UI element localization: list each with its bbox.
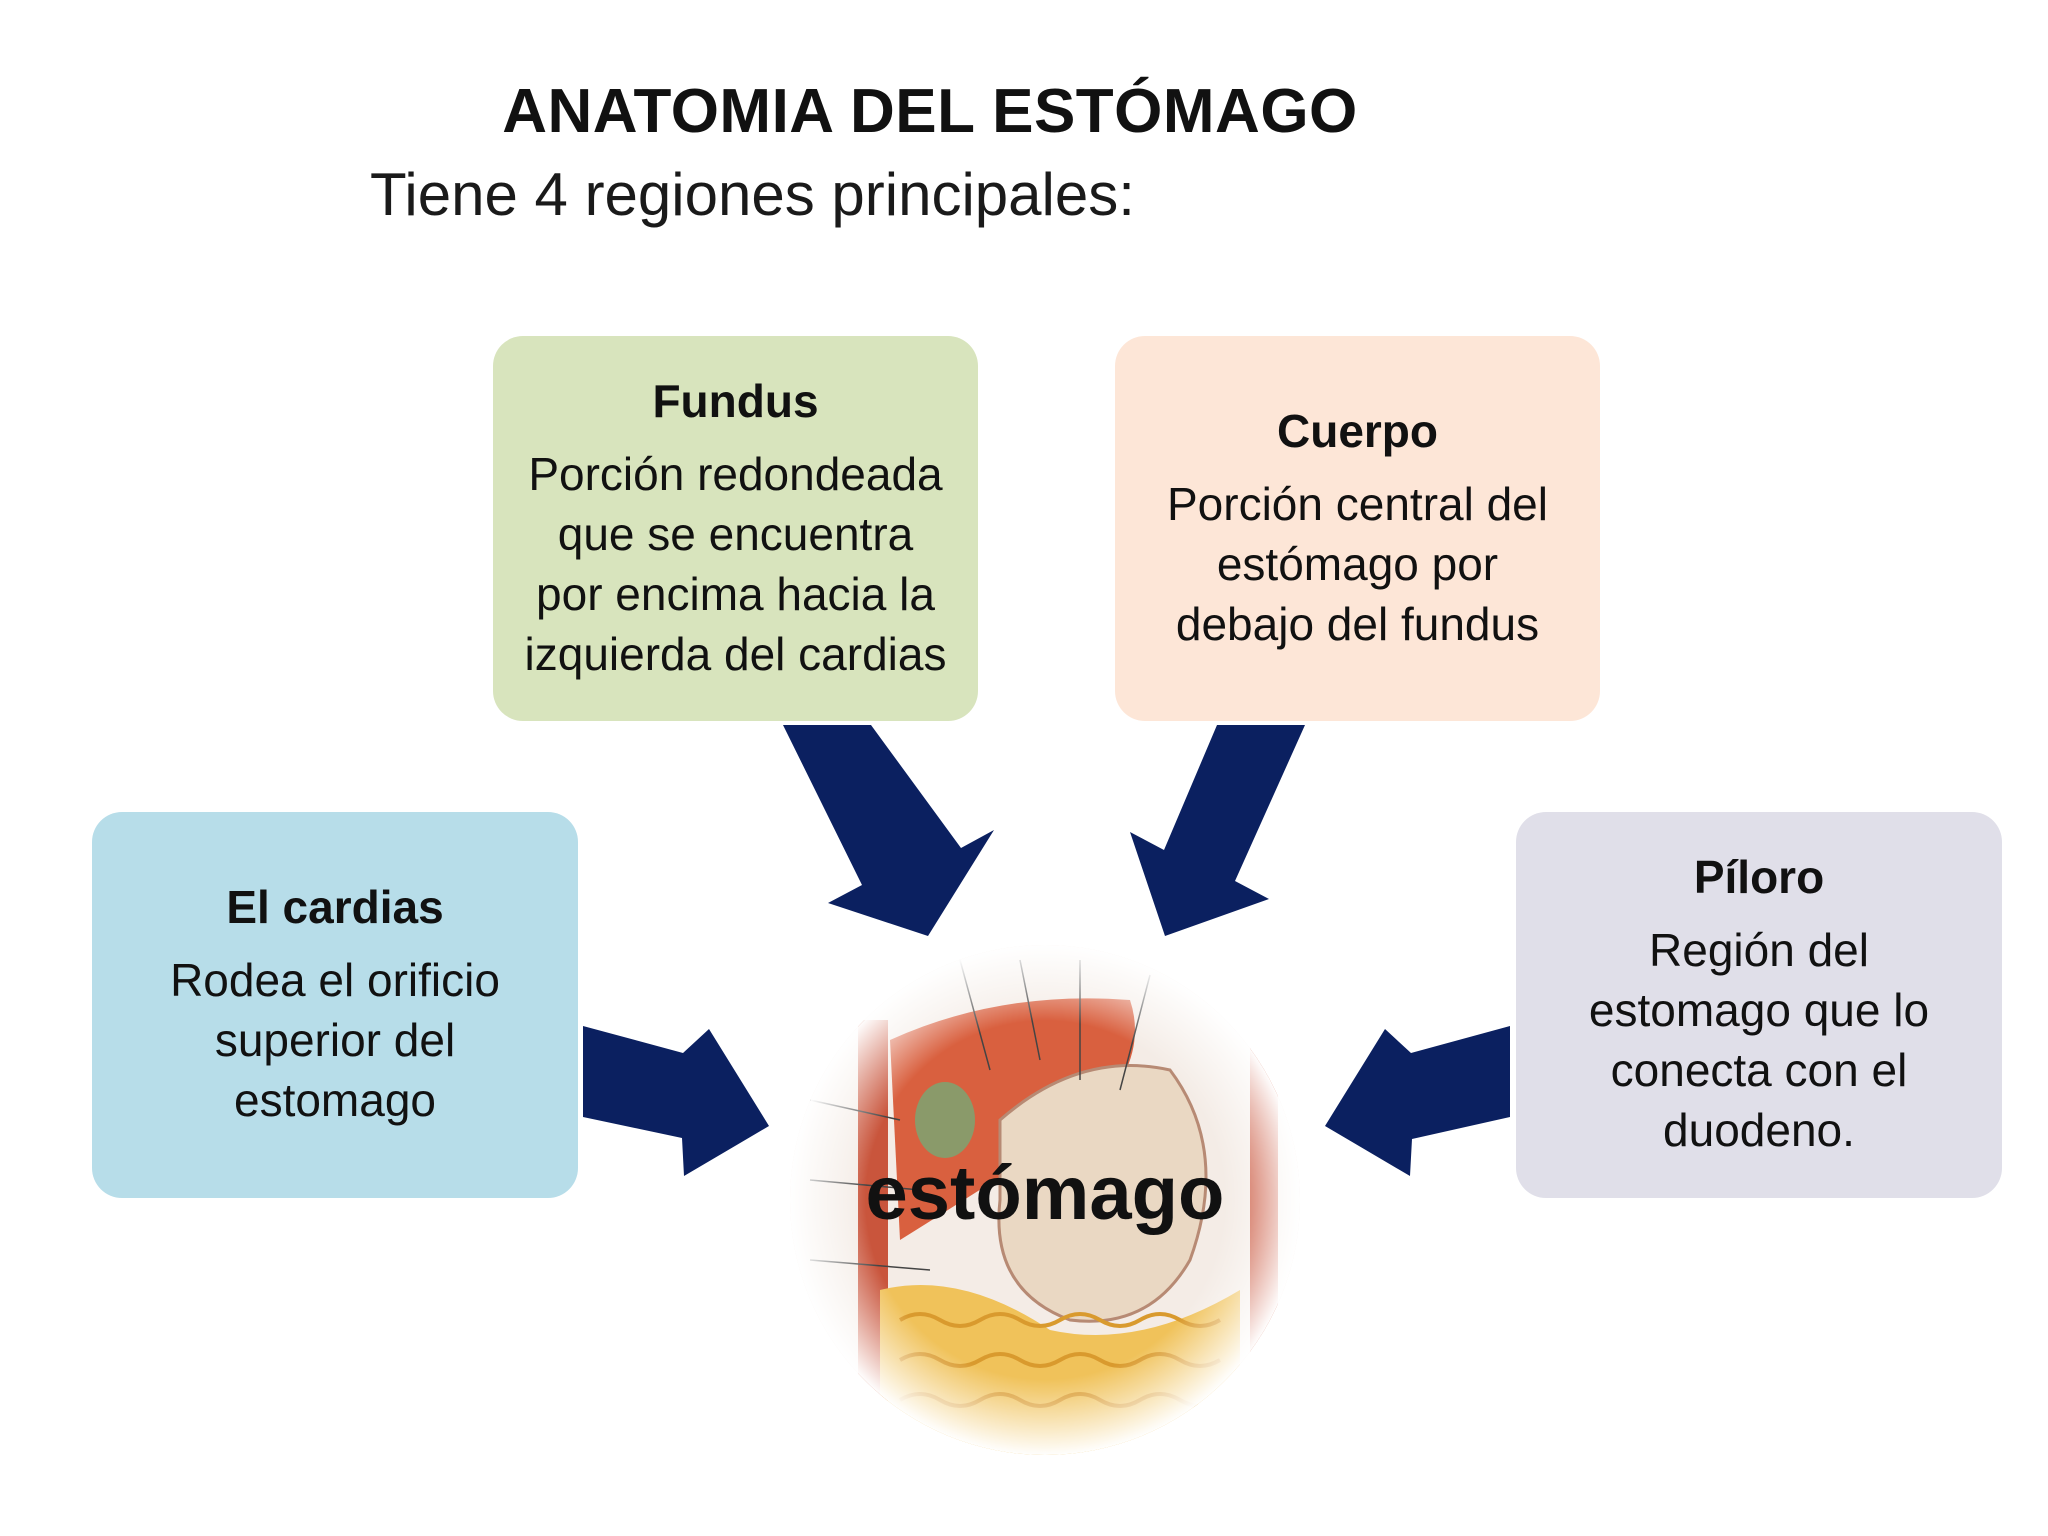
slide-subtitle: Tiene 4 regiones principales: — [370, 161, 1135, 228]
region-title-cuerpo: Cuerpo — [1277, 404, 1438, 457]
region-box-piloro: Píloro Región del estomago que lo conect… — [1516, 812, 2002, 1198]
region-box-fundus: Fundus Porción redondeada que se encuent… — [493, 336, 978, 721]
arrow-piloro — [1325, 1026, 1510, 1176]
region-description-fundus: Porción redondeada que se encuentra por … — [524, 447, 947, 680]
arrow-fundus — [783, 725, 994, 936]
region-box-cardias: El cardias Rodea el orificio superior de… — [92, 812, 578, 1198]
arrow-cardias — [583, 1026, 769, 1176]
arrow-cuerpo — [1130, 725, 1305, 936]
region-description-cuerpo: Porción central del estómago por debajo … — [1167, 477, 1548, 650]
region-title-cardias: El cardias — [226, 881, 444, 933]
region-box-cuerpo: Cuerpo Porción central del estómago por … — [1115, 336, 1600, 721]
region-title-fundus: Fundus — [652, 374, 819, 427]
region-description-piloro: Región del estomago que lo conecta con e… — [1588, 924, 1930, 1156]
slide-title: ANATOMIA DEL ESTÓMAGO — [502, 77, 1358, 146]
stomach-label: estómago — [865, 1151, 1225, 1236]
region-description-cardias: Rodea el orificio superior del estomago — [170, 954, 500, 1126]
region-title-piloro: Píloro — [1693, 851, 1825, 903]
